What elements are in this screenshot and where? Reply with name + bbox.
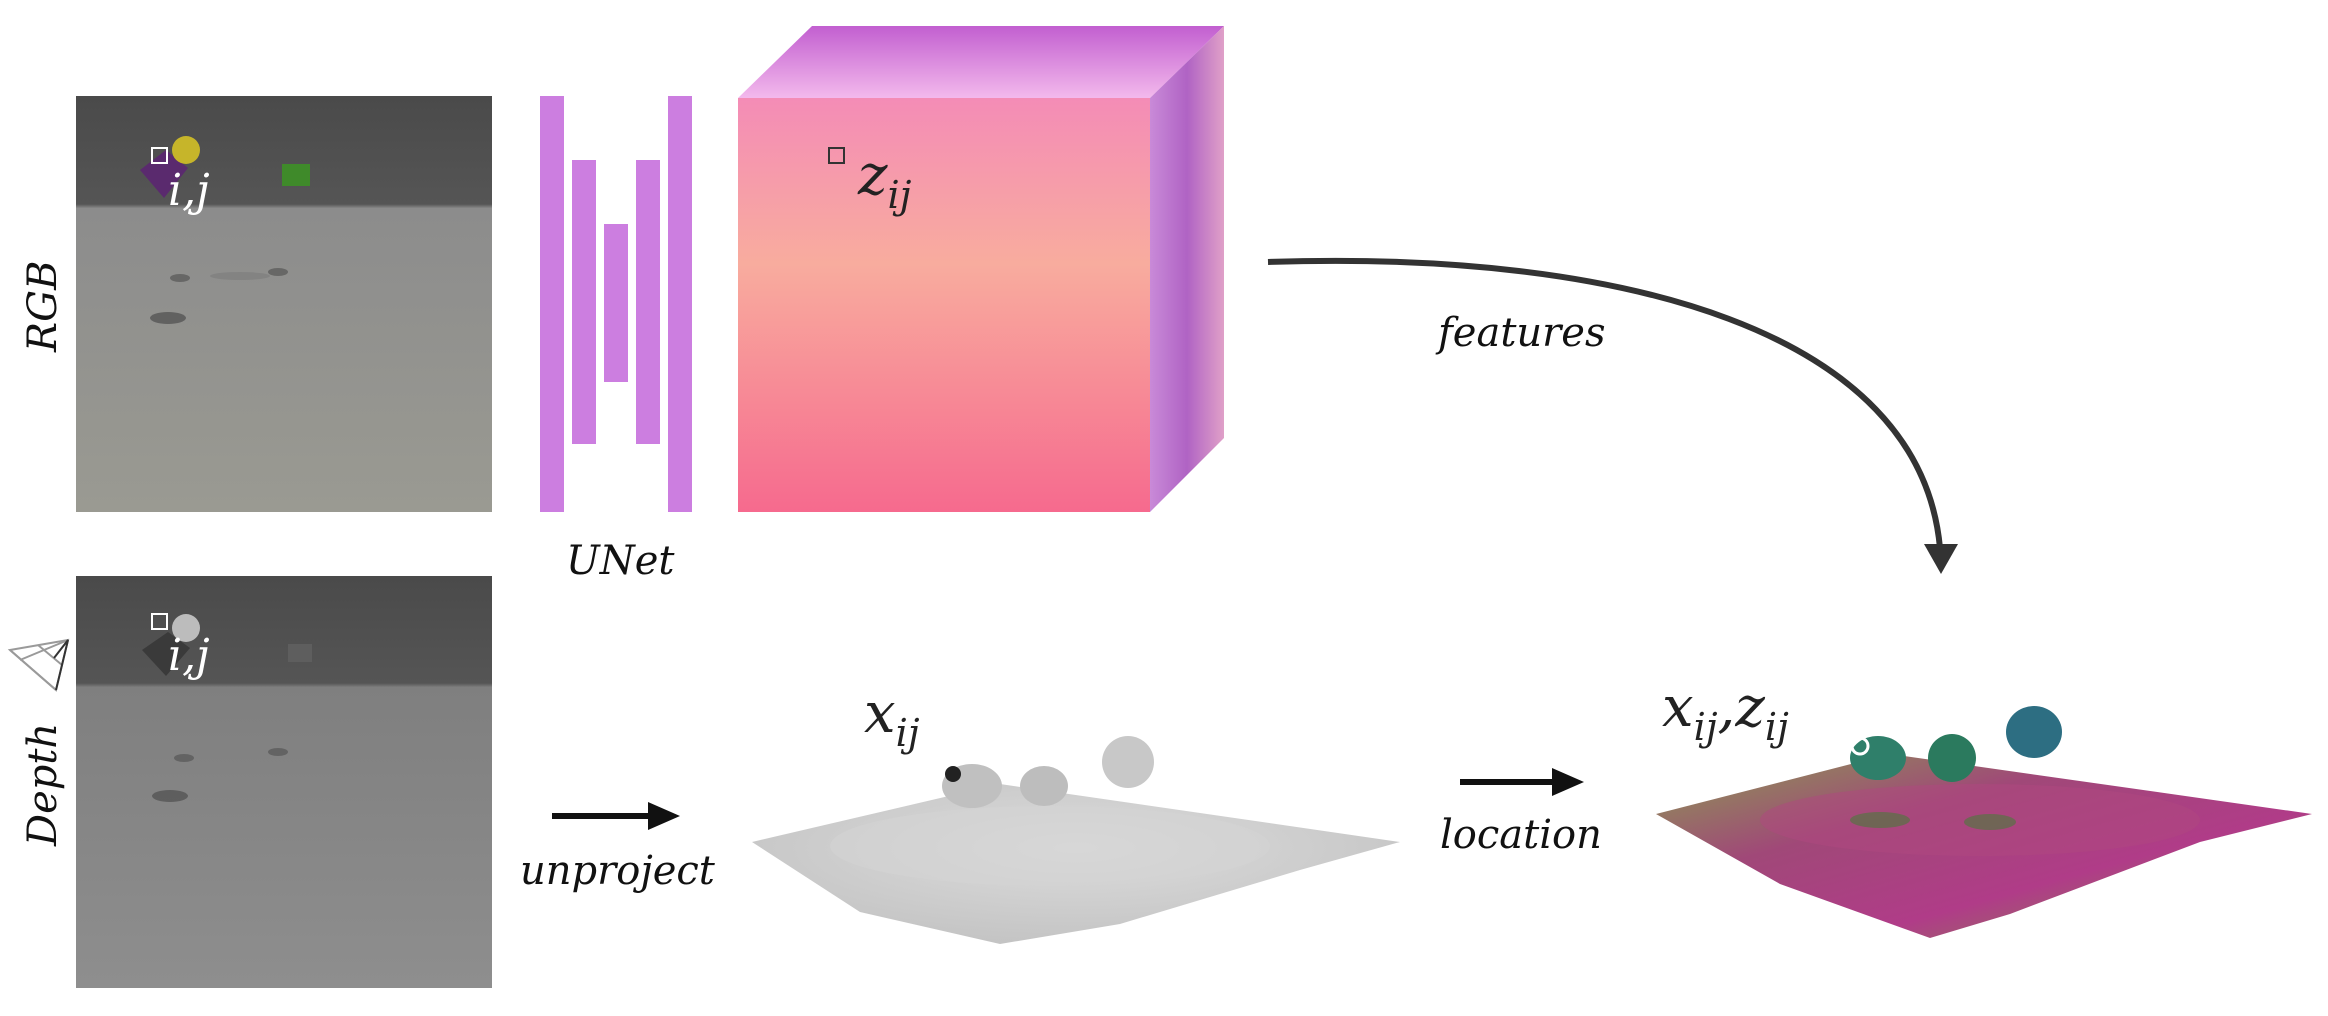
rgb-image: i,j [76, 96, 492, 512]
unproject-arrow-head [648, 802, 680, 830]
point-marker [1850, 736, 1870, 756]
combined-label: xij,zij [1662, 675, 1789, 749]
depth-small-cube [288, 644, 312, 662]
feature-point-cloud [1656, 706, 2312, 938]
pixel-marker [151, 613, 168, 630]
feature-volume: zij [738, 26, 1224, 512]
features-label: features [1435, 310, 1605, 356]
feature-cell-label: zij [857, 143, 912, 217]
point-label: xij [864, 681, 920, 755]
yellow-blob [172, 136, 200, 164]
depth-pixel-label: i,j [168, 630, 210, 681]
point-cloud [752, 736, 1400, 944]
cube-front-face [738, 98, 1150, 512]
cube-side-face [1150, 26, 1224, 512]
unproject-label: unproject [520, 848, 716, 894]
depth-blob [172, 614, 200, 642]
location-label: location [1440, 812, 1602, 858]
location-arrow-head [1552, 768, 1584, 796]
feature-cell-marker [828, 147, 845, 164]
cube-top-face [738, 26, 1224, 98]
point-marker [945, 766, 961, 782]
unet-label: UNet [566, 538, 675, 584]
features-arrow-head [1924, 544, 1958, 574]
features-arrow [1267, 257, 1943, 549]
pixel-marker [151, 147, 168, 164]
rgb-row-label: RGB [20, 261, 66, 353]
depth-image: i,j [76, 576, 492, 988]
depth-cube [142, 632, 190, 676]
rgb-pixel-label: i,j [168, 165, 210, 216]
camera-icon [7, 638, 70, 692]
depth-row-label: Depth [20, 723, 66, 847]
unet-block [540, 96, 692, 512]
green-cube [282, 164, 310, 186]
